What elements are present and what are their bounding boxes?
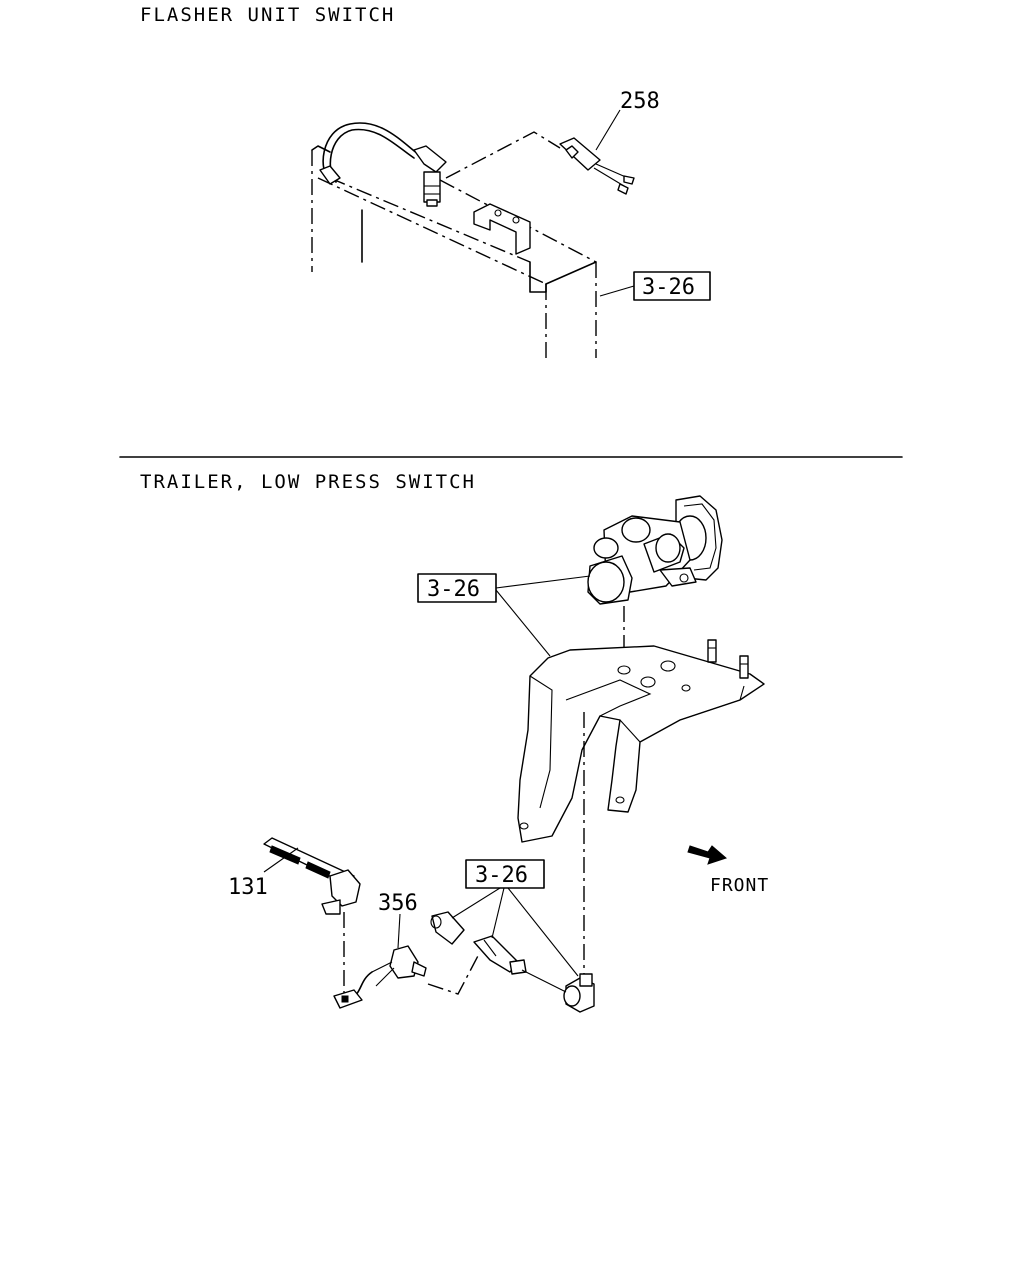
harness-clip-part — [263, 837, 361, 915]
callout-131: 131 — [228, 875, 268, 900]
frame-rail-assembly — [311, 122, 597, 360]
callout-leader-356 — [397, 913, 401, 949]
ref-box-flasher: 3-26 — [633, 271, 711, 301]
valve-mounting-bracket — [517, 639, 765, 843]
flasher-leader-line — [445, 131, 561, 179]
flasher-switch-part — [559, 137, 635, 195]
svg-text:3-26: 3-26 — [475, 863, 528, 888]
ref-leader-fittings-d — [521, 969, 567, 993]
section-title-flasher: FLASHER UNIT SWITCH — [140, 4, 395, 26]
callout-leader-258 — [595, 109, 621, 151]
ref-leader-valve-a — [495, 575, 591, 589]
ref-leader-flasher — [599, 285, 635, 297]
callout-356: 356 — [378, 891, 418, 916]
pipe-fittings — [430, 911, 595, 1013]
ref-box-fittings: 3-26 — [465, 859, 545, 889]
svg-text:3-26: 3-26 — [427, 577, 480, 602]
ref-leader-fittings-a — [451, 887, 501, 919]
front-arrow-icon — [687, 845, 727, 865]
switch-to-fitting-line — [427, 951, 481, 995]
svg-text:3-26: 3-26 — [642, 275, 695, 300]
ref-leader-fittings-c — [507, 887, 579, 977]
callout-leader-131 — [263, 847, 299, 873]
section-title-trailer: TRAILER, LOW PRESS SWITCH — [140, 471, 476, 493]
trailer-valve-assembly — [587, 495, 723, 605]
front-label: FRONT — [710, 875, 769, 896]
ref-leader-fittings-b — [491, 887, 505, 939]
ref-leader-valve-b — [495, 589, 551, 657]
callout-258: 258 — [620, 89, 660, 114]
ref-box-valve: 3-26 — [417, 573, 497, 603]
low-press-switch-part — [333, 945, 427, 1009]
